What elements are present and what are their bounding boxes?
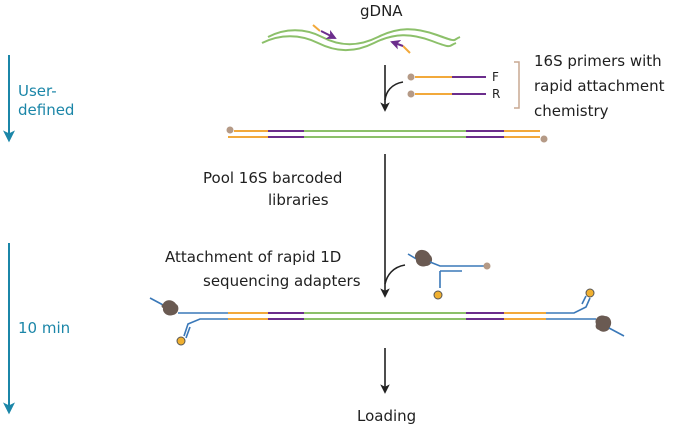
primer-note-line3: chemistry bbox=[534, 102, 609, 120]
adapter-attachment: Attachment of rapid 1D sequencing adapte… bbox=[165, 236, 491, 300]
forward-primer-bead bbox=[407, 73, 415, 81]
timeline: User- defined 10 min bbox=[3, 55, 74, 415]
barcoded-amplicon bbox=[226, 126, 548, 143]
primer-bracket bbox=[514, 61, 520, 109]
left-adapter-bead bbox=[176, 336, 186, 346]
attach-step-line1: Attachment of rapid 1D bbox=[165, 248, 341, 266]
loading-label: Loading bbox=[357, 407, 416, 425]
amplicon-bead-right bbox=[540, 135, 548, 143]
merge-curve-2 bbox=[384, 264, 406, 285]
right-adapter-bead bbox=[585, 288, 595, 298]
right-adapter-top-strand-inner bbox=[581, 295, 587, 305]
gdna-strand-bottom bbox=[261, 34, 457, 52]
amplicon-bead-left bbox=[226, 126, 234, 134]
gdna-label: gDNA bbox=[360, 2, 403, 20]
free-adapter-bead-tan bbox=[483, 262, 491, 270]
gdna-strands bbox=[261, 24, 461, 54]
primer-addition: F R 16S primers with rapid attachment ch… bbox=[380, 52, 665, 120]
timeline-label-10-min: 10 min bbox=[18, 319, 70, 337]
attach-step-line2: sequencing adapters bbox=[203, 272, 361, 290]
timeline-label-user-defined-line1: User- bbox=[18, 82, 57, 100]
free-adapter-top-strand bbox=[429, 261, 484, 267]
free-adapter-bottom-strand bbox=[439, 270, 462, 288]
left-adapter-bottom-strand bbox=[183, 318, 228, 337]
gdna-forward-primer-purple bbox=[320, 29, 337, 39]
left-adapter-bottom-strand-inner bbox=[185, 326, 191, 339]
adapted-library bbox=[149, 288, 625, 346]
pool-step-line2: libraries bbox=[268, 191, 329, 209]
gdna-strand-top bbox=[267, 28, 461, 46]
merge-curve-1 bbox=[384, 81, 404, 101]
right-adapter-motor bbox=[595, 315, 612, 332]
free-adapter-motor bbox=[414, 249, 433, 267]
reverse-primer-label: R bbox=[492, 87, 500, 101]
left-adapter-motor bbox=[161, 300, 179, 316]
free-adapter-bead-orange bbox=[433, 290, 443, 300]
pool-step-line1: Pool 16S barcoded bbox=[203, 169, 342, 187]
primer-note-line1: 16S primers with bbox=[534, 52, 662, 70]
gdna-reverse-primer-purple bbox=[390, 40, 404, 50]
gdna-forward-primer-orange bbox=[312, 24, 321, 32]
forward-primer-label: F bbox=[492, 70, 499, 84]
reverse-primer-bead bbox=[407, 90, 415, 98]
timeline-label-user-defined-line2: defined bbox=[18, 101, 74, 119]
right-adapter-lead bbox=[608, 327, 625, 337]
gdna-reverse-primer-orange bbox=[402, 45, 411, 54]
right-adapter-top-strand bbox=[546, 297, 591, 314]
primer-note-line2: rapid attachment bbox=[534, 77, 665, 95]
